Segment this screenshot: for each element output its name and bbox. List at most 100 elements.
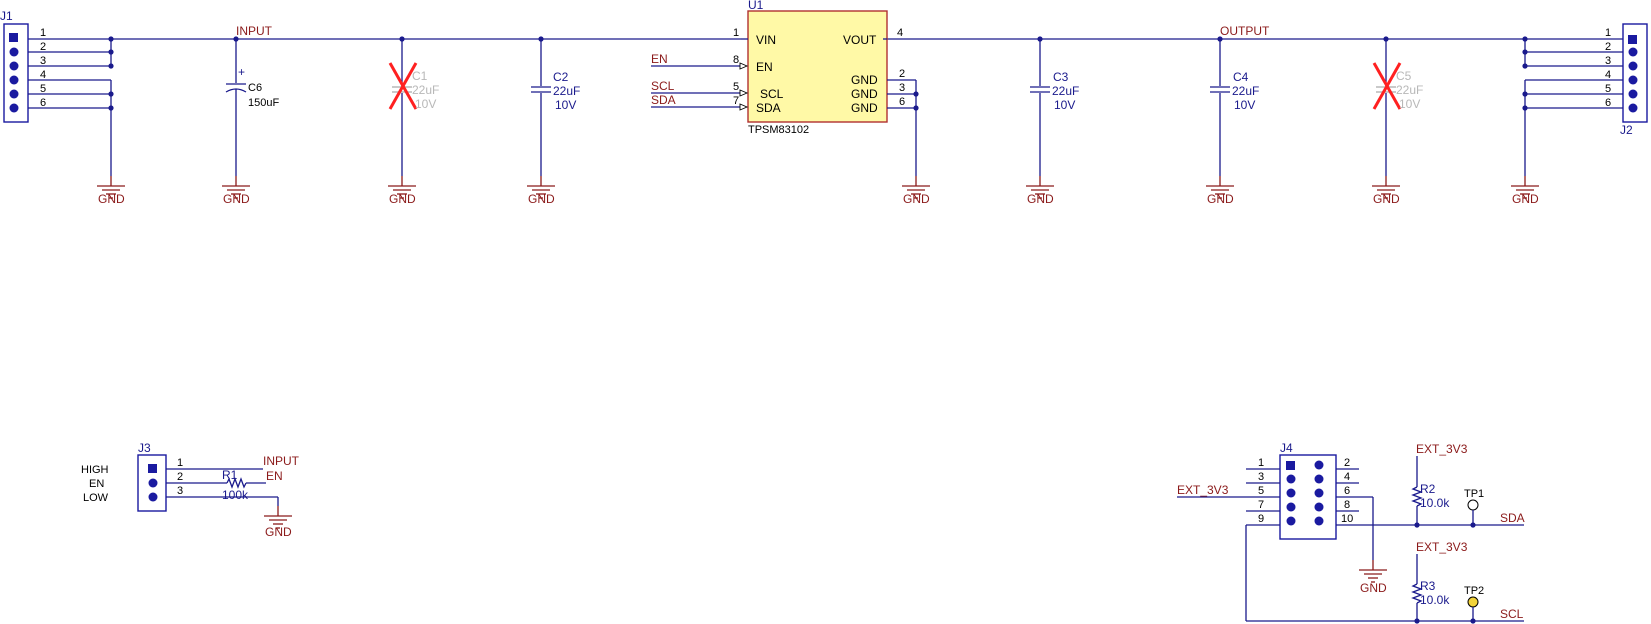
j2-pin-6: 6 [1605,97,1611,109]
testpoint-tp2: TP2 [1464,585,1484,624]
j4-pin-9: 9 [1258,513,1264,525]
c1-ref: C1 [412,69,428,83]
u1-body [747,10,888,123]
capacitor-c2: C2 22uF 10V GND [526,36,580,206]
j4-pin-5: 5 [1258,485,1264,497]
dnp-mark [1372,62,1402,110]
c3-voltage: 10V [1054,98,1075,112]
gnd-label: GND [1512,192,1539,206]
r3-value: 10.0k [1420,593,1450,607]
net-label-ext3v3-r3: EXT_3V3 [1416,540,1468,554]
j3-label-low: LOW [83,492,109,504]
j3-label-high: HIGH [81,464,109,476]
net-label-input: INPUT [236,24,273,38]
j2-ref: J2 [1620,123,1633,137]
j4-pin-8: 8 [1344,499,1350,511]
j1-pin-2: 2 [40,41,46,53]
c6-polarity: + [238,65,245,79]
gnd-label: GND [389,192,416,206]
r2-ref: R2 [1420,482,1436,496]
net-label-sda-j4: SDA [1500,511,1525,525]
j4-pin-10: 10 [1341,513,1353,525]
gnd-label: GND [1373,192,1400,206]
j2-pin-2: 2 [1605,41,1611,53]
net-label-output: OUTPUT [1220,24,1270,38]
capacitor-c3: C3 22uF 10V GND [1025,36,1079,206]
j1-pin-5: 5 [40,83,46,95]
j1-ref: J1 [0,9,13,23]
u1-pin-sda-num: 7 [733,95,739,107]
u1-pin-en-name: EN [756,60,773,74]
j1-pin-3: 3 [40,55,46,67]
c2-value: 22uF [553,84,580,98]
j3-label-en: EN [89,478,104,490]
net-label-scl-j4: SCL [1500,607,1524,621]
r2-body [1411,486,1423,507]
net-label-input-j3: INPUT [263,454,300,468]
capacitor-c5: C5 22uF 10V GND [1371,36,1423,206]
r3-ref: R3 [1420,579,1436,593]
connector-j3: HIGH EN LOW J3 1 2 3 R1 100k INPUT EN GN… [81,441,300,539]
j4-pin-4: 4 [1344,471,1350,483]
j4-pin-3: 3 [1258,471,1264,483]
u1-pin-sda-name: SDA [756,101,781,115]
c6-value: 150uF [248,97,279,109]
r1-value: 100k [222,488,249,502]
tp2-ref: TP2 [1464,585,1484,597]
gnd-label: GND [98,192,125,206]
c6-ref: C6 [248,82,262,94]
capacitor-c1: C1 22uF 10V GND [387,36,439,206]
c1-voltage: 10V [415,97,436,111]
u1-pin-gnd3-num: 3 [899,82,905,94]
gnd-label: GND [265,525,292,539]
u1-pin-scl-name: SCL [760,87,784,101]
net-label-en: EN [651,52,668,66]
pullup-r3: EXT_3V3 R3 10.0k [1411,540,1468,624]
r2-value: 10.0k [1420,496,1450,510]
u1-ref: U1 [748,0,764,12]
u1-pin-vin-num: 1 [733,27,739,39]
u1-pin-vout-num: 4 [897,27,903,39]
u1-pin-en-num: 8 [733,54,739,66]
j2-pin-5: 5 [1605,83,1611,95]
u1-pin-gnd6-name: GND [851,101,878,115]
j1-pin-4: 4 [40,69,46,81]
gnd-label: GND [1207,192,1234,206]
c1-value: 22uF [412,83,439,97]
j4-pin-6: 6 [1344,485,1350,497]
j4-pin-1: 1 [1258,457,1264,469]
r1-body [226,477,247,489]
j4-pin-7: 7 [1258,499,1264,511]
connector-j1: J1 1 2 3 4 5 6 GND [0,9,126,206]
gnd-label: GND [223,192,250,206]
tp1-marker [1467,499,1479,511]
u1-pin-gnd2-num: 2 [899,68,905,80]
c3-ref: C3 [1053,70,1069,84]
c3-value: 22uF [1052,84,1079,98]
gnd-label: GND [903,192,930,206]
connector-j2: 1 2 3 4 5 6 J2 GND [1510,23,1648,206]
gnd-label: GND [1360,581,1387,595]
dnp-mark [388,62,418,110]
j2-pin-4: 4 [1605,69,1611,81]
j2-pin-1: 1 [1605,27,1611,39]
j4-ref: J4 [1280,441,1293,455]
ic-u1: U1 VIN EN SCL SDA VOUT GND GND GND TPSM8… [651,0,931,206]
pullup-r2: EXT_3V3 R2 10.0k [1411,442,1468,528]
u1-pin-vin-name: VIN [756,33,776,47]
capacitor-c6: + C6 150uF GND [221,36,279,206]
net-label-en-j3: EN [266,469,283,483]
r3-body [1411,583,1423,604]
c2-ref: C2 [553,70,569,84]
tp1-ref: TP1 [1464,488,1484,500]
j1-pin-6: 6 [40,97,46,109]
net-label-ext3v3-j4: EXT_3V3 [1177,483,1229,497]
connector-j4: J4 1 3 5 7 9 2 4 6 8 10 EXT_3V3 [1177,441,1524,622]
j3-ref: J3 [138,441,151,455]
r1-ref: R1 [222,468,238,482]
j3-pin-2: 2 [177,471,183,483]
c4-value: 22uF [1232,84,1259,98]
u1-pin-gnd2-name: GND [851,73,878,87]
net-label-ext3v3-r2: EXT_3V3 [1416,442,1468,456]
capacitor-c4: C4 22uF 10V GND [1205,36,1259,206]
